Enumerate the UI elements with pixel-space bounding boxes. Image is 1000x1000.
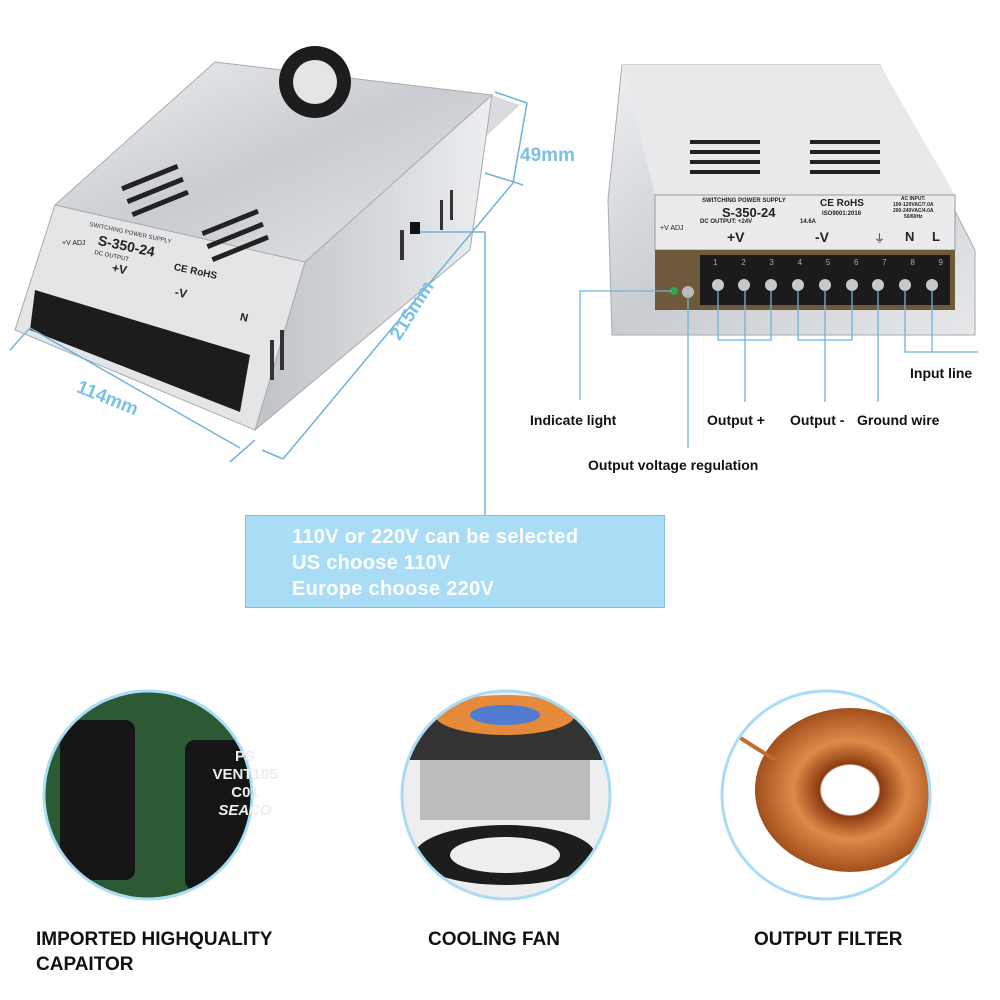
callout-lines [579,290,978,448]
height-dimension: 49mm [520,145,575,166]
right-power-supply-image [607,64,976,336]
right-n: N [905,229,915,244]
right-adj-label: +V ADJ [660,225,684,232]
callout-ground-wire: Ground wire [857,412,940,428]
cooling-fan-image [400,689,612,901]
right-ac-input: AC INPUT: 100-120VAC/7.0A 200-240VAC/4.0… [893,196,934,220]
right-model: S-350-24 [722,205,776,220]
ground-symbol-icon: ⏚ [874,233,885,245]
callout-voltage-regulation: Output voltage regulation [588,457,759,473]
capacitor-image [42,689,254,901]
ac-input-line: 200-240VAC/4.0A [893,208,934,214]
terminal-number: 2 [741,258,746,267]
voltage-selection-info-box: 110V or 220V can be selected US choose 1… [245,515,665,608]
terminal-number: 5 [825,258,831,267]
ac-input-line: 100-120VAC/7.0A [893,202,934,208]
terminal-number: 3 [769,258,774,267]
feature-label-capacitor: IMPORTED HIGHQUALITY CAPAITOR [36,927,272,977]
terminal-number: 9 [938,258,943,267]
right-plus-v: +V [727,229,745,245]
info-line-3: Europe choose 220V [292,578,495,600]
right-l: L [932,229,940,244]
callout-input-line: Input line [910,365,973,381]
ac-input-line: 50/60Hz [903,214,923,220]
terminal-number: 4 [797,258,803,267]
info-line-1: 110V or 220V can be selected [292,526,579,548]
feature-label-cooling-fan: COOLING FAN [428,929,560,950]
terminal-number: 7 [882,258,887,267]
terminal-number: 1 [713,258,718,267]
right-label-title: SWITCHING POWER SUPPLY [702,198,786,204]
callout-output-minus: Output - [790,412,845,428]
capacitor-text: PS [234,748,255,765]
right-current: 14.6A [800,219,817,225]
terminal-number: 6 [853,258,859,267]
capacitor-print: PS VENT105 C01 SEACO [205,748,285,820]
feature-label-line: CAPAITOR [36,954,134,975]
right-iso: ISO9001:2016 [822,211,862,217]
output-filter-image [720,689,932,901]
left-adj-label: +V ADJ [62,240,86,247]
left-plus-v: +V [110,260,129,278]
feature-label-output-filter: OUTPUT FILTER [754,929,903,950]
feature-label-line: IMPORTED HIGHQUALITY [36,929,273,950]
capacitor-text: C01 [231,784,259,801]
callout-indicate-light: Indicate light [530,412,617,428]
capacitor-brand: SEACO [218,802,272,819]
right-minus-v: -V [815,229,829,245]
ac-input-line: AC INPUT: [900,196,926,202]
info-line-2: US choose 110V [292,552,451,574]
right-dc-output: DC OUTPUT: +24V [700,219,753,225]
dimension-lines [9,91,528,515]
capacitor-text: VENT105 [212,766,278,783]
terminal-number: 8 [910,258,915,267]
left-power-supply-image [14,46,520,432]
callout-output-plus: Output + [707,412,765,428]
right-cert: CE RoHS [820,198,864,209]
terminal-numbers: 1 2 3 4 5 6 7 8 9 [713,258,943,267]
